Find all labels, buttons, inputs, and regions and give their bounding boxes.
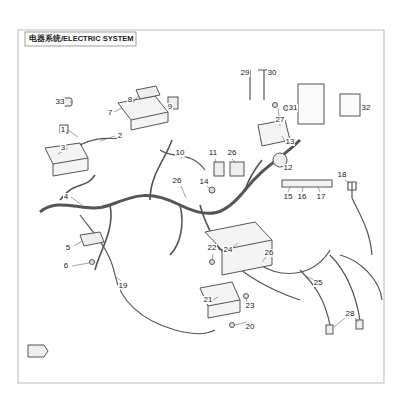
callout-number: 30: [267, 69, 278, 77]
sensor-cable: [300, 255, 382, 325]
callout-number: 13: [285, 138, 296, 146]
callout-number: 22: [207, 244, 218, 252]
callout-number: 12: [283, 164, 294, 172]
grommet: [209, 187, 215, 193]
callout-number: 26: [172, 177, 183, 185]
callout-number: 3: [60, 144, 66, 152]
callout-number: 17: [316, 193, 327, 201]
callout-number: 6: [63, 262, 69, 270]
callout-number: 27: [275, 116, 286, 124]
screw: [90, 260, 95, 265]
relay: [214, 162, 224, 176]
callout-number: 21: [203, 296, 214, 304]
fuse-row: [282, 180, 332, 187]
cable: [80, 215, 330, 334]
callout-number: 7: [107, 109, 113, 117]
callout-number: 23: [245, 302, 256, 310]
battery: [205, 222, 272, 275]
callout-number: 26: [264, 249, 275, 257]
screw: [210, 260, 215, 265]
callout-number: 16: [297, 193, 308, 201]
callout-number: 20: [245, 323, 256, 331]
screw: [273, 103, 278, 108]
relay-box: [45, 143, 88, 176]
harness-branch: [60, 140, 262, 270]
callout-number: 25: [313, 279, 324, 287]
relay: [60, 125, 68, 133]
callout-number: 24: [223, 246, 234, 254]
callout-number: 29: [240, 69, 251, 77]
screw: [244, 294, 249, 299]
callout-number: 1: [60, 126, 66, 134]
bracket: [80, 232, 104, 246]
callout-number: 19: [118, 282, 129, 290]
decal: [340, 94, 360, 116]
callout-number: 10: [175, 149, 186, 157]
wire-harness: [40, 140, 300, 213]
diagram-title: 电器系统/ELECTRIC SYSTEM: [29, 35, 134, 43]
ecu: [118, 96, 168, 130]
frame: [18, 30, 384, 383]
callout-number: 26: [227, 149, 238, 157]
decal: [298, 84, 324, 124]
callout-number: 18: [337, 171, 348, 179]
leader-line: [58, 96, 358, 327]
sensor: [356, 320, 363, 329]
title-frame: [25, 32, 136, 46]
callout-number: 15: [283, 193, 294, 201]
relay: [230, 162, 244, 176]
ecu-cover: [136, 86, 160, 99]
direction-icon: [28, 345, 48, 357]
callout-number: 33: [55, 98, 66, 106]
callout-number: 5: [65, 244, 71, 252]
control-module: [200, 282, 240, 318]
callout-number: 4: [63, 193, 69, 201]
wire: [80, 138, 118, 145]
callout-number: 11: [208, 149, 218, 157]
screw: [230, 323, 235, 328]
callout-number: 9: [167, 103, 173, 111]
callout-number: 28: [345, 310, 356, 318]
sensor: [326, 325, 333, 334]
callout-number: 2: [117, 132, 123, 140]
cable: [160, 150, 205, 170]
callout-number: 32: [361, 104, 372, 112]
callout-number: 31: [288, 104, 299, 112]
callout-number: 14: [199, 178, 210, 186]
sensor: [348, 182, 372, 255]
callout-number: 8: [127, 96, 133, 104]
